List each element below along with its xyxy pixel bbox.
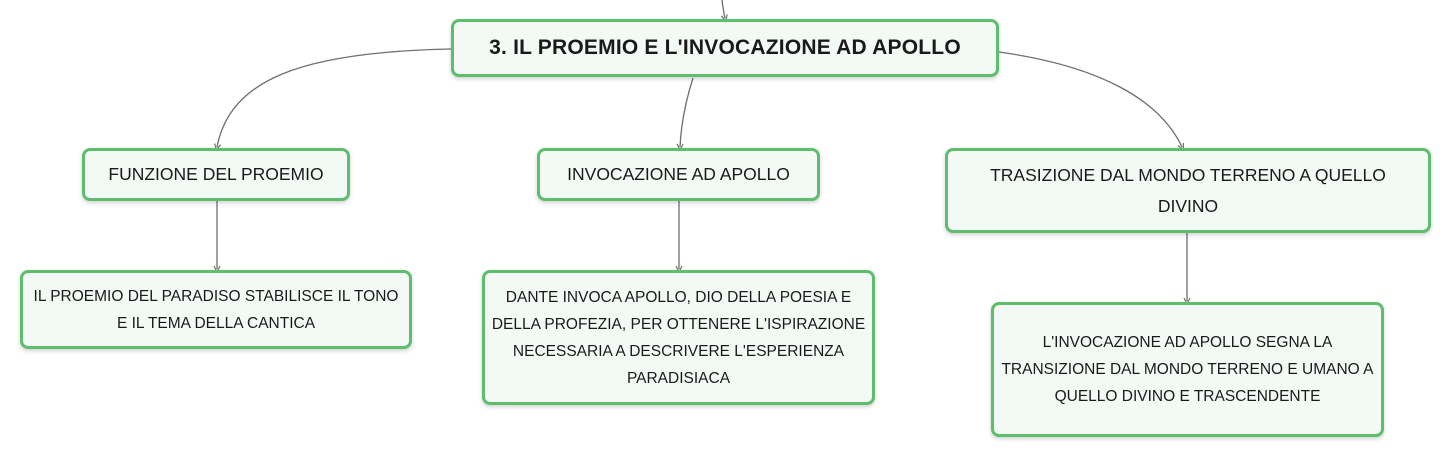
connector-root-to-invo (680, 77, 694, 147)
connector-root-to-func (217, 48, 452, 147)
root-node[interactable]: 3. IL PROEMIO E L'INVOCAZIONE AD APOLLO (451, 19, 999, 77)
node-funzione-del-proemio[interactable]: FUNZIONE DEL PROEMIO (82, 148, 350, 201)
node-label: INVOCAZIONE AD APOLLO (567, 164, 790, 184)
root-node-label: 3. IL PROEMIO E L'INVOCAZIONE AD APOLLO (489, 36, 961, 59)
node-label: DANTE INVOCA APOLLO, DIO DELLA POESIA E … (491, 288, 866, 387)
connector-root-to-tras (998, 51, 1182, 147)
node-invocazione-ad-apollo[interactable]: INVOCAZIONE AD APOLLO (537, 148, 820, 201)
node-funzione-detail[interactable]: IL PROEMIO DEL PARADISO STABILISCE IL TO… (20, 270, 412, 349)
node-label: L'INVOCAZIONE AD APOLLO SEGNA LA TRANSIZ… (1001, 334, 1374, 405)
node-trasizione-detail[interactable]: L'INVOCAZIONE AD APOLLO SEGNA LA TRANSIZ… (991, 302, 1384, 437)
node-label: FUNZIONE DEL PROEMIO (108, 164, 324, 184)
node-label: IL PROEMIO DEL PARADISO STABILISCE IL TO… (33, 287, 399, 332)
node-invocazione-detail[interactable]: DANTE INVOCA APOLLO, DIO DELLA POESIA E … (482, 270, 875, 405)
node-trasizione[interactable]: TRASIZIONE DAL MONDO TERRENO A QUELLO DI… (945, 148, 1431, 233)
node-label: TRASIZIONE DAL MONDO TERRENO A QUELLO DI… (990, 164, 1386, 216)
connector-parent-to-root (722, 0, 725, 18)
